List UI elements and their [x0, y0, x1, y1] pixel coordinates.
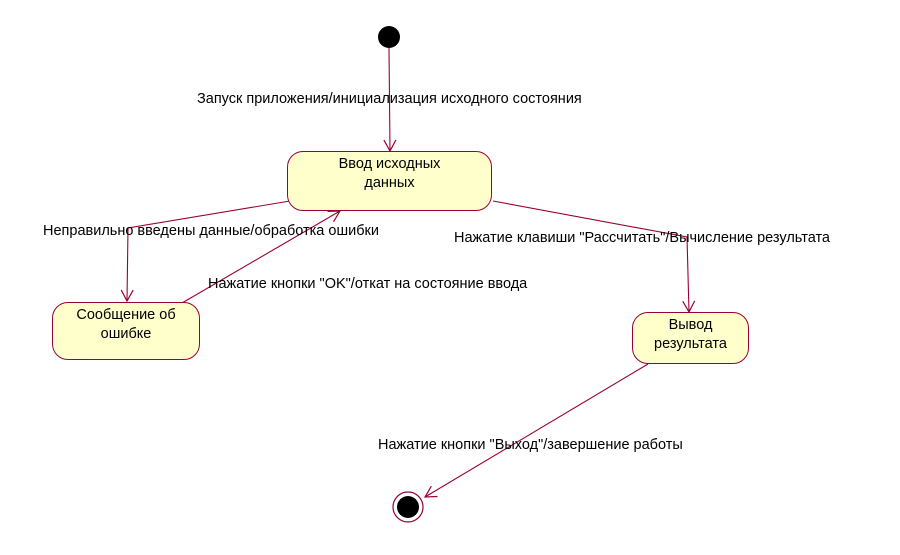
- state-result-output-line1: Вывод: [668, 317, 713, 333]
- state-error-message: Сообщение об ошибке: [52, 302, 200, 360]
- state-result-output-line2: результата: [654, 336, 727, 352]
- label-invalid-input-transition: Неправильно введены данные/обработка оши…: [43, 223, 379, 239]
- state-data-input-line2: данных: [364, 175, 415, 191]
- state-data-input-line1: Ввод исходных: [338, 156, 441, 172]
- label-ok-transition: Нажатие кнопки "OK"/откат на состояние в…: [208, 276, 528, 292]
- final-state: [392, 491, 424, 523]
- transition-input-to-output: [492, 200, 696, 314]
- label-calculate-transition: Нажатие клавиши "Рассчитать"/Вычисление …: [454, 230, 830, 246]
- transition-start-to-input: [383, 47, 397, 153]
- transition-input-to-error: [120, 200, 291, 303]
- state-data-input: Ввод исходных данных: [287, 151, 492, 211]
- transition-error-to-input: [181, 210, 342, 304]
- transition-output-to-final: [423, 363, 649, 498]
- state-error-message-line2: ошибке: [100, 326, 152, 342]
- state-result-output: Вывод результата: [632, 312, 749, 364]
- state-error-message-line1: Сообщение об: [76, 307, 176, 323]
- initial-state: [378, 26, 400, 48]
- label-start-transition: Запуск приложения/инициализация исходног…: [197, 91, 582, 107]
- label-exit-transition: Нажатие кнопки "Выход"/завершение работы: [378, 437, 683, 453]
